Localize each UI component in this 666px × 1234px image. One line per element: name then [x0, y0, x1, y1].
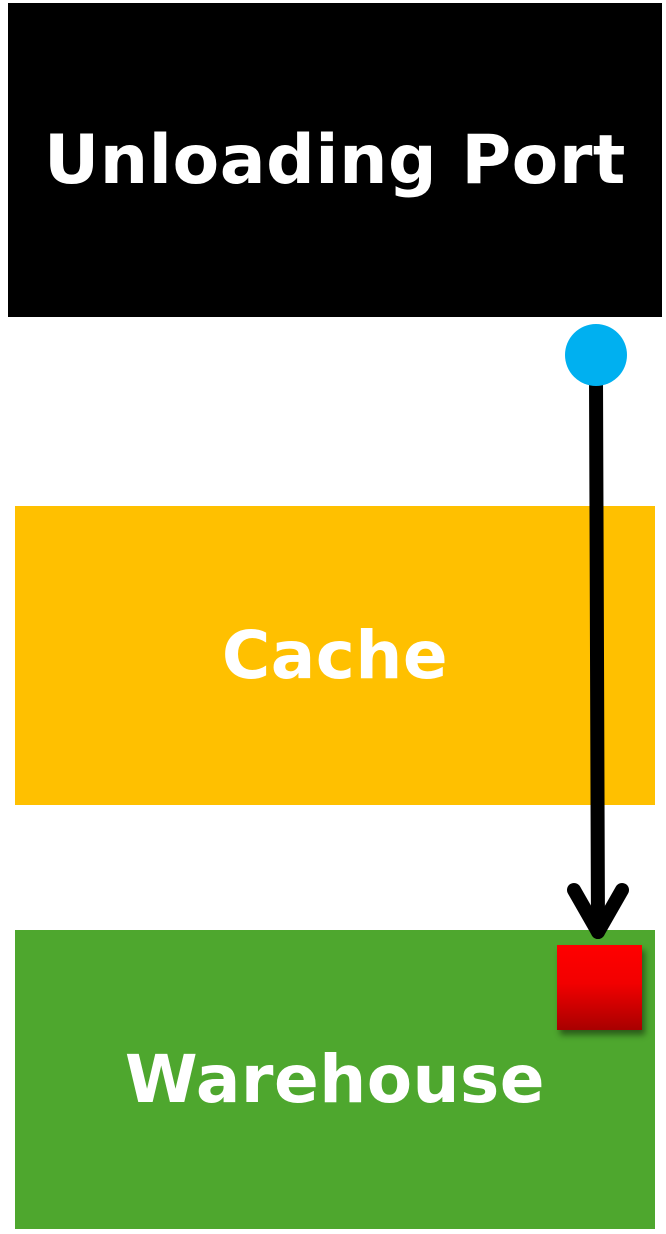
transfer-start-marker [565, 324, 627, 386]
warehouse-label: Warehouse [124, 1041, 546, 1118]
warehouse-block: Warehouse [15, 930, 655, 1229]
cache-block: Cache [15, 506, 655, 805]
unloading-port-block: Unloading Port [8, 3, 662, 317]
unloading-port-label: Unloading Port [44, 120, 626, 200]
cache-label: Cache [221, 617, 449, 694]
cargo-item [557, 945, 642, 1030]
transfer-arrow-head [567, 883, 629, 939]
